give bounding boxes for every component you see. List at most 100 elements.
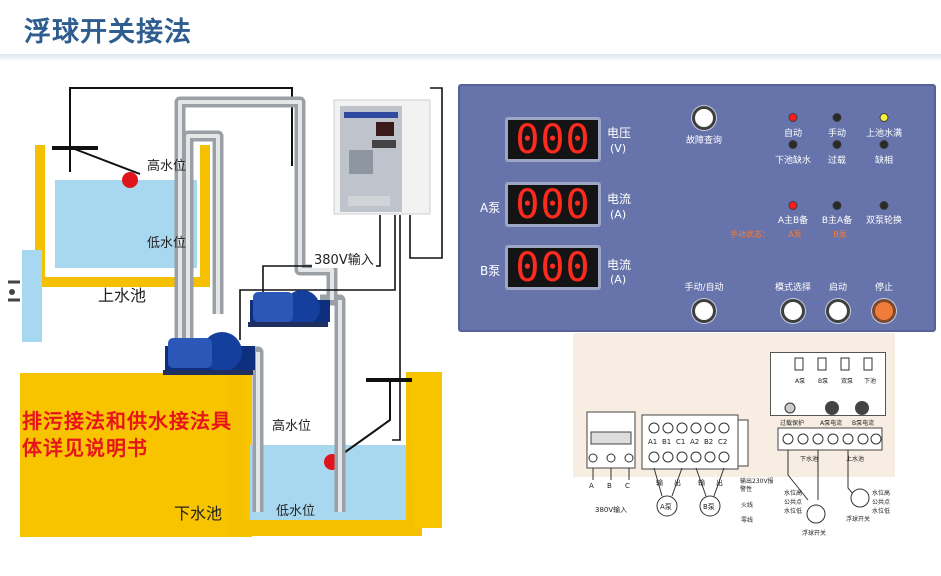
control-wires [239, 87, 443, 441]
terminal-c1: C1 [676, 438, 686, 446]
sw-label-dual: 双泵 [841, 378, 854, 385]
plumbing-diagram [8, 87, 443, 537]
alternate-led-label: 双泵轮换 [865, 216, 903, 226]
alarm-output-label: 输出230V报警性 [740, 478, 774, 493]
manual-state-b: B泵 [833, 230, 847, 239]
title-divider [0, 54, 941, 62]
lower-lack-led [788, 140, 798, 149]
voltage-display: 000 [505, 117, 601, 162]
terminal-c2: C2 [718, 438, 728, 446]
pump-b-symbol-label: B泵 [703, 503, 715, 511]
controller-box [333, 99, 431, 215]
power-input-label: 380V输入 [312, 249, 376, 268]
auto-led [788, 113, 798, 122]
pump-b-symbol [699, 495, 721, 517]
high-point-label-1: 水位高 [784, 490, 803, 497]
high-point-label-2: 水位高 [872, 490, 891, 497]
overload-led-label: 过载 [827, 156, 847, 166]
pump-b-prefix: B泵 [480, 264, 501, 278]
sw-label-lower: 下池 [864, 378, 877, 385]
start-label: 启动 [828, 283, 848, 293]
pump-a-current-label: 电流 [607, 192, 632, 206]
pump-a-prefix: A泵 [480, 201, 501, 215]
warning-text: 排污接法和供水接法具体详见说明书 [22, 409, 232, 460]
lower-pool-wiring-label: 下水池 [800, 456, 819, 463]
pump-b-current-display: 000 [505, 245, 601, 290]
overload-led [832, 140, 842, 149]
pump-icon-1 [248, 290, 330, 327]
upper-tank-outlet [22, 250, 42, 342]
manual-led [832, 113, 842, 122]
faucet-icon [8, 280, 20, 302]
upper-pool-wiring-label: 上水池 [846, 456, 865, 463]
alternate-led [879, 201, 889, 210]
float-switch-label-2: 浮球开关 [846, 516, 871, 523]
sw-label-a: A泵 [795, 378, 806, 385]
upper-tank-water [55, 180, 197, 268]
mode-select-button[interactable] [781, 299, 805, 323]
knob-label-a: A泵电流 [820, 420, 843, 427]
lower-high-level-label: 高水位 [272, 419, 312, 434]
pump-a-symbol [656, 495, 678, 517]
wiring-power-label: 380V输入 [595, 506, 628, 514]
fault-query-button[interactable] [692, 106, 716, 130]
phase-loss-led [879, 140, 889, 149]
pump-a-current-unit: (A) [610, 208, 627, 221]
upper-tank-frame [35, 145, 210, 287]
phase-b-label: B [607, 482, 612, 490]
fire-wire-label: 火线 [741, 502, 754, 509]
common-label-2: 公共点 [872, 499, 891, 506]
manual-auto-label: 手动/自动 [684, 283, 724, 293]
manual-auto-button[interactable] [692, 299, 716, 323]
out-label-2: 输 [698, 479, 705, 487]
a-main-led [788, 201, 798, 210]
voltage-unit: (V) [610, 142, 627, 155]
float-switch-lower-icon [806, 504, 826, 524]
float-switch-label-1: 浮球开关 [802, 530, 827, 537]
out-label-1: 输 [656, 479, 663, 487]
terminal-a1: A1 [648, 438, 658, 446]
terminal-a2: A2 [690, 438, 700, 446]
manual-state-a: A泵 [788, 230, 802, 239]
stop-label: 停止 [874, 283, 894, 293]
a-main-led-label: A主B备 [777, 216, 809, 226]
pump-b-current-label: 电流 [607, 258, 632, 272]
terminal-b2: B2 [704, 438, 714, 446]
pump-icon-2 [163, 332, 255, 375]
knob-label-overload: 过载保护 [780, 420, 805, 427]
stop-button[interactable] [872, 299, 896, 323]
low-point-label-1: 水位低 [784, 508, 803, 515]
pump-a-symbol-label: A泵 [660, 503, 672, 511]
phase-a-label: A [589, 482, 594, 490]
lower-tank-block [20, 373, 252, 537]
mode-select-label: 模式选择 [774, 283, 812, 293]
auto-led-label: 自动 [783, 129, 803, 139]
phase-loss-led-label: 缺相 [874, 156, 894, 166]
in-label-1: 出 [674, 479, 681, 487]
page-title: 浮球开关接法 [24, 17, 192, 48]
neutral-wire-label: 零线 [741, 517, 754, 524]
upper-float-ball [122, 172, 138, 188]
fault-query-label: 故障查询 [685, 136, 723, 146]
start-button[interactable] [826, 299, 850, 323]
low-point-label-2: 水位低 [872, 508, 891, 515]
in-label-2: 出 [716, 479, 723, 487]
manual-led-label: 手动 [827, 129, 847, 139]
upper-full-led [879, 113, 889, 122]
phase-c-label: C [625, 482, 630, 490]
sw-label-b: B泵 [818, 378, 829, 385]
pump-b-current-unit: (A) [610, 273, 627, 286]
common-label-1: 公共点 [784, 499, 803, 506]
manual-state-label: 手动状态： [730, 230, 770, 239]
terminal-b1: B1 [662, 438, 672, 446]
wiring-diagram [586, 357, 883, 524]
upper-high-level-label: 高水位 [147, 159, 187, 174]
upper-float-wire [69, 87, 293, 172]
upper-tank-label: 上水池 [98, 286, 147, 305]
b-main-led [832, 201, 842, 210]
voltage-label: 电压 [607, 126, 632, 140]
float-switch-upper-icon [850, 488, 870, 508]
lower-tank-label: 下水池 [174, 504, 223, 523]
upper-full-led-label: 上池水满 [865, 129, 903, 139]
breaker-icon [586, 411, 636, 480]
